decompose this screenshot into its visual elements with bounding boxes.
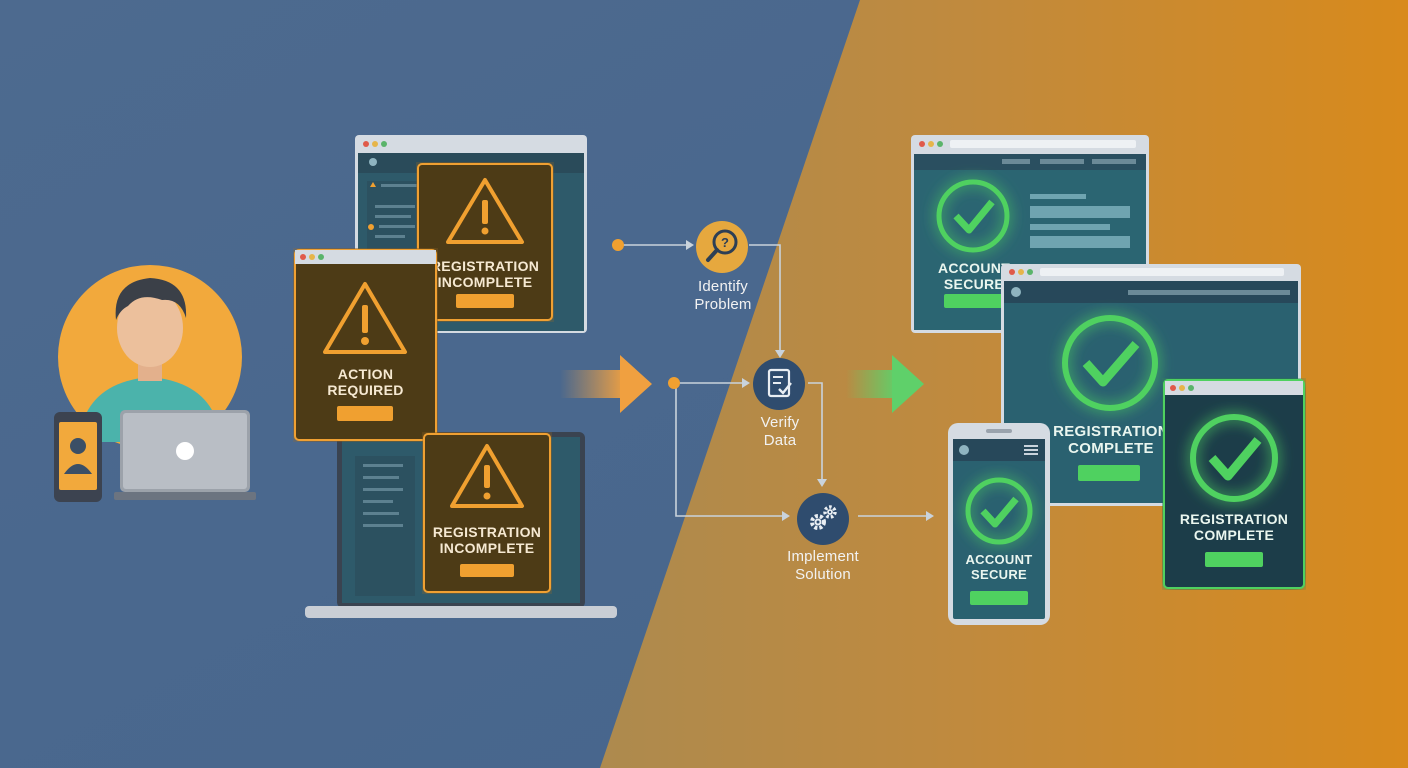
alert-button-bar (337, 406, 393, 421)
warning-icon (450, 444, 524, 508)
warning-icon (323, 282, 407, 354)
svg-text:?: ? (721, 235, 729, 250)
user-illustration (54, 265, 256, 502)
warning-icon (446, 178, 524, 244)
transition-arrow-orange (560, 355, 652, 413)
step-verify-data (753, 358, 805, 410)
gears-icon (810, 505, 837, 530)
person-icon (117, 289, 183, 367)
check-circle-icon (1190, 414, 1278, 502)
check-circle-icon (936, 179, 1010, 253)
alert-button-bar (460, 564, 514, 577)
step-implement-solution (797, 493, 849, 545)
check-circle-icon (1062, 315, 1158, 411)
check-circle-icon (965, 477, 1033, 545)
phone-icon (54, 412, 102, 502)
alert-button-bar (456, 294, 514, 308)
laptop-icon (114, 410, 256, 500)
clipboard-check-icon (767, 368, 792, 398)
transition-arrow-green (846, 355, 924, 413)
step-identify-problem: ? (696, 221, 748, 273)
magnifier-question-icon: ? (706, 229, 738, 262)
